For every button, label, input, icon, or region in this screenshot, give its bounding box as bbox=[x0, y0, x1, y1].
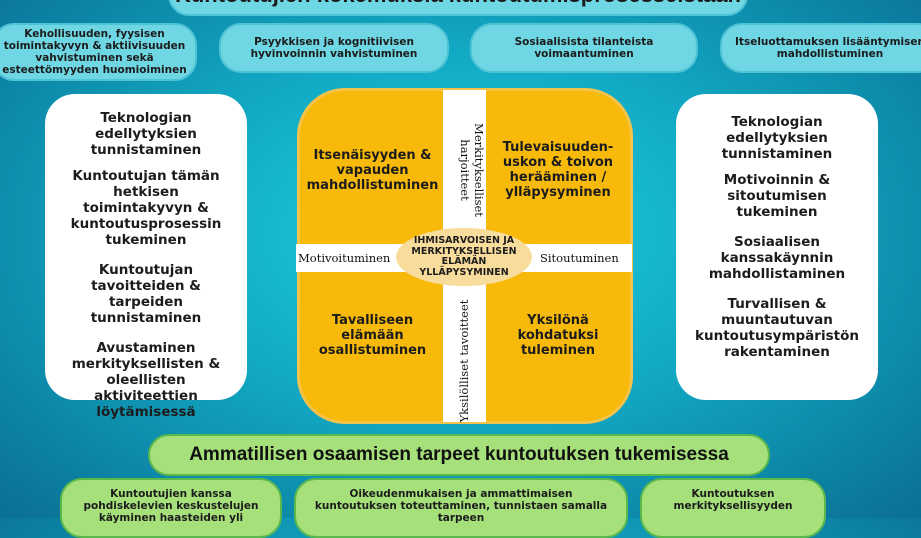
quadrant-bottom-right: Yksilönä kohdatuksi tuleminen bbox=[517, 312, 599, 358]
top-item-social: Sosiaalisista tilanteista voimaantuminen bbox=[470, 23, 698, 73]
axis-top-label: Merkitykselliset harjoitteet bbox=[458, 123, 486, 217]
left-card-item: Kuntoutujan tavoitteiden & tarpeiden tun… bbox=[90, 262, 202, 326]
top-title: Kuntoutujien kokemuksia kuntoutumisprose… bbox=[168, 0, 748, 16]
axis-left-label: Motivoituminen bbox=[298, 251, 391, 265]
quadrant-top-right: Tulevaisuuden-uskon & toivon herääminen … bbox=[502, 140, 614, 200]
bottom-item-discussions: Kuntoutujien kanssa pohdiskelevien kesku… bbox=[60, 478, 282, 538]
top-item-psychological: Psyykkisen ja kognitiivisen hyvinvoinnin… bbox=[219, 23, 449, 73]
bottom-item-meaningfulness: Kuntoutuksen merkityksellisyyden bbox=[640, 478, 826, 538]
bottom-title: Ammatillisen osaamisen tarpeet kuntoutuk… bbox=[148, 434, 770, 476]
left-card-title: Teknologian edellytyksien tunnistaminen bbox=[90, 110, 202, 158]
axis-right-label: Sitoutuminen bbox=[540, 251, 619, 265]
right-card-title: Teknologian edellytyksien tunnistaminen bbox=[721, 114, 833, 162]
bottom-item-fair-rehab: Oikeudenmukaisen ja ammattimaisen kuntou… bbox=[294, 478, 628, 538]
quadrant-top-left: Itsenäisyyden & vapauden mahdollistumine… bbox=[306, 147, 439, 193]
right-card: Teknologian edellytyksien tunnistaminen … bbox=[676, 94, 878, 400]
quadrant-bottom-left: Tavalliseen elämään osallistuminen bbox=[318, 312, 427, 358]
left-card-item: Avustaminen merkityksellisten & oleellis… bbox=[71, 340, 221, 420]
right-card-item: Sosiaalisen kanssakäynnin mahdollistamin… bbox=[708, 234, 846, 282]
core-circle: IHMISARVOISEN JA MERKITYKSELLISEN ELÄMÄN… bbox=[396, 228, 532, 286]
top-item-physical: Kehollisuuden, fyysisen toimintakyvyn & … bbox=[0, 23, 197, 81]
top-item-self-confidence: Itseluottamuksen lisääntymisen mahdollis… bbox=[720, 23, 921, 73]
left-card-item: Kuntoutujan tämän hetkisen toimintakyvyn… bbox=[70, 168, 222, 248]
right-card-item: Motivoinnin & sitoutumisen tukeminen bbox=[723, 172, 831, 220]
left-card: Teknologian edellytyksien tunnistaminen … bbox=[45, 94, 247, 420]
right-card-item: Turvallisen & muuntautuvan kuntoutusympä… bbox=[695, 296, 859, 360]
axis-bottom-label: Yksilölliset tavoitteet bbox=[457, 299, 471, 423]
